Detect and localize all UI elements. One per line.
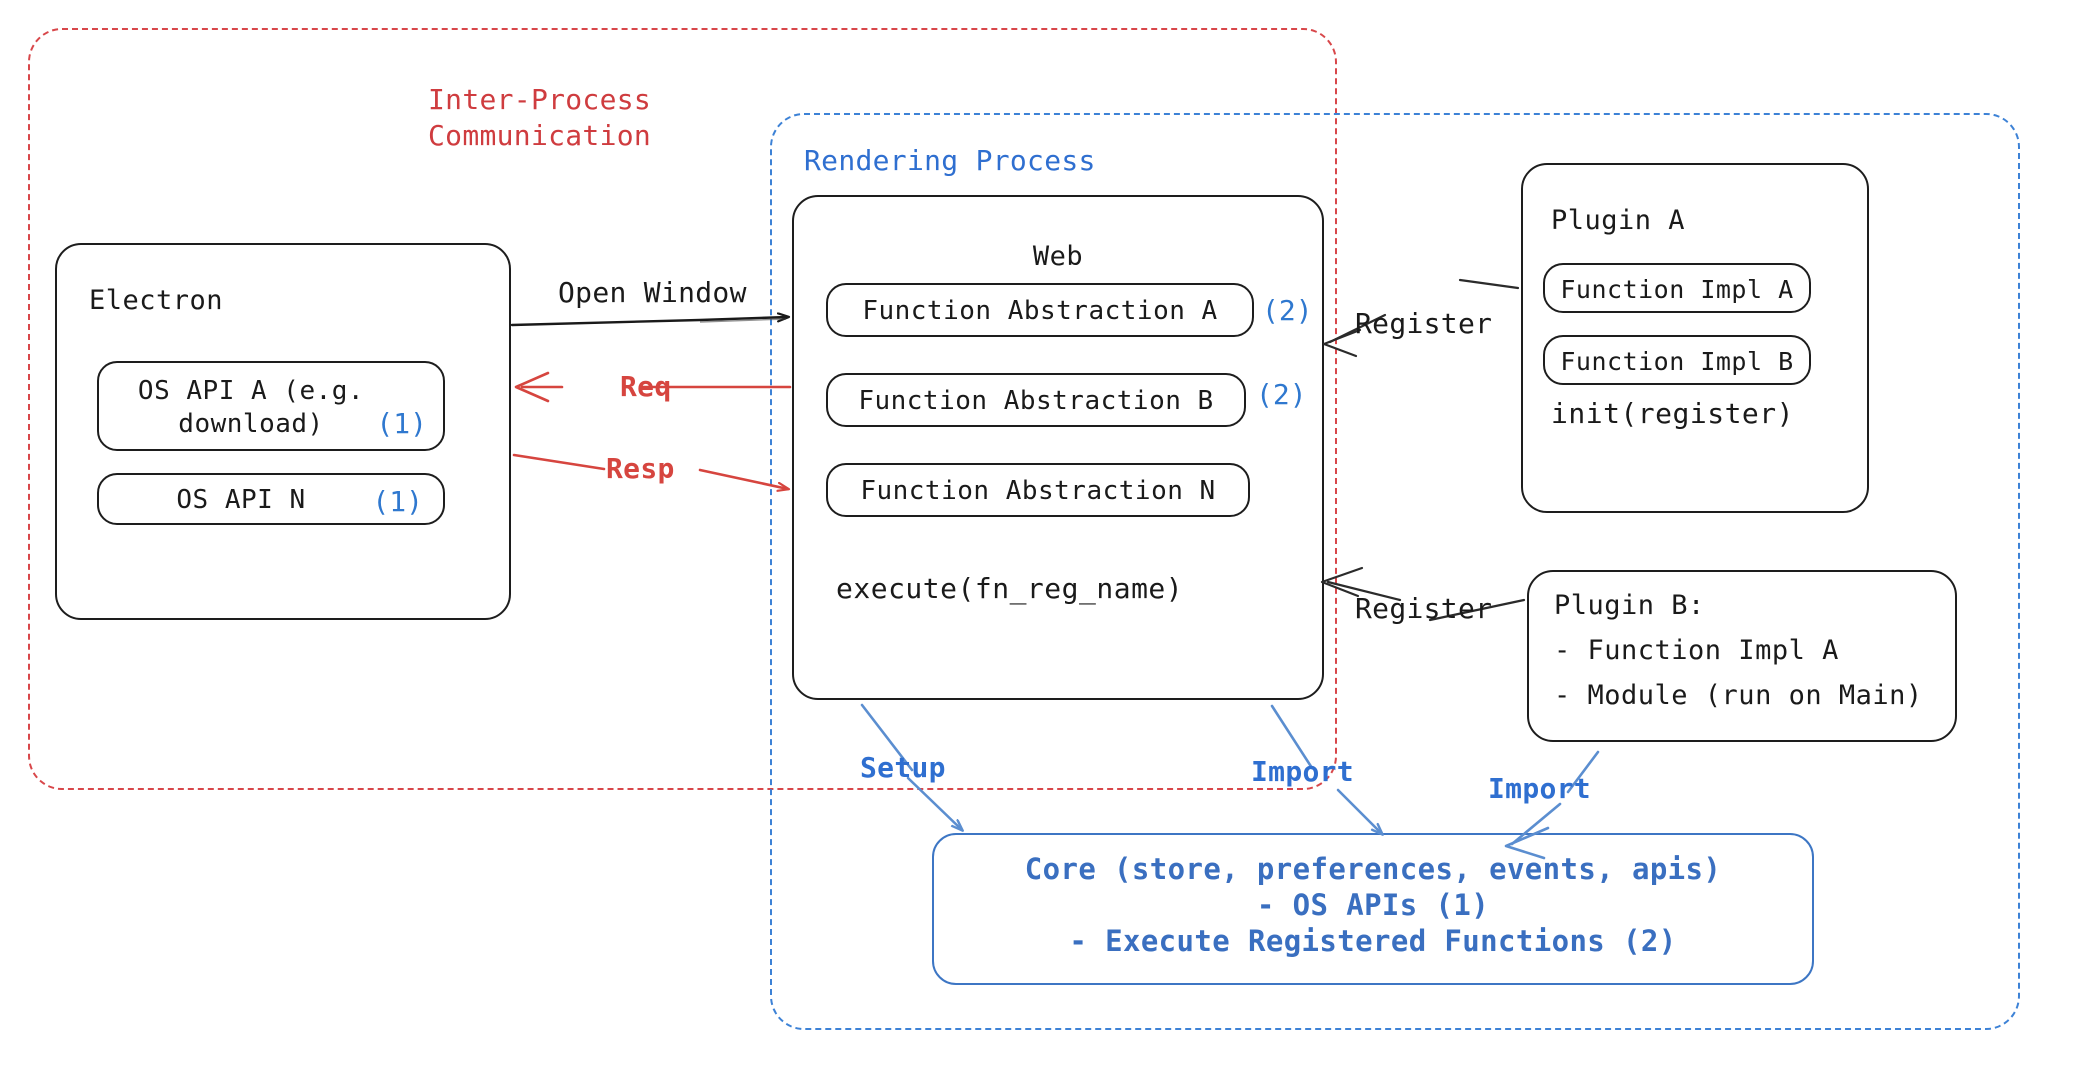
edge-label-resp: Resp (606, 452, 675, 485)
os-api-a-box: OS API A (e.g. download) (1) (97, 361, 445, 451)
os-api-n-marker: (1) (372, 485, 423, 518)
plugin-a-function-impl-a-box: Function Impl A (1543, 263, 1811, 313)
plugin-b-item-function-impl-a: - Function Impl A (1554, 635, 1839, 666)
function-abstraction-b-marker: (2) (1256, 378, 1307, 411)
plugin-b-item-module: - Module (run on Main) (1554, 680, 1923, 711)
function-abstraction-n-box: Function Abstraction N (826, 463, 1250, 517)
edge-label-open-window: Open Window (558, 276, 747, 309)
edge-label-register-plugin-a: Register (1355, 307, 1493, 340)
plugin-a-box: Plugin A Function Impl A Function Impl B… (1521, 163, 1869, 513)
electron-title: Electron (89, 285, 224, 316)
function-abstraction-a-label: Function Abstraction A (862, 296, 1218, 326)
edge-label-import-plugin-b: Import (1488, 772, 1591, 805)
os-api-n-label: OS API N (176, 485, 306, 515)
web-title: Web (1032, 241, 1084, 272)
core-line-title: Core (store, preferences, events, apis) (1024, 852, 1722, 886)
core-box: Core (store, preferences, events, apis) … (932, 833, 1814, 985)
core-line-execute-registered: - Execute Registered Functions (2) (1069, 924, 1677, 958)
plugin-a-title: Plugin A (1551, 205, 1686, 236)
web-execute-label: execute(fn_reg_name) (836, 572, 1184, 605)
function-abstraction-n-label: Function Abstraction N (860, 476, 1216, 506)
function-abstraction-a-marker: (2) (1262, 294, 1313, 327)
group-label-rendering-process: Rendering Process (804, 144, 1096, 177)
function-abstraction-b-box: Function Abstraction B (826, 373, 1246, 427)
group-inter-process-communication (28, 28, 1337, 790)
function-abstraction-a-box: Function Abstraction A (826, 283, 1254, 337)
edge-label-req: Req (620, 370, 672, 403)
plugin-a-function-impl-b-label: Function Impl B (1560, 347, 1794, 376)
function-abstraction-b-label: Function Abstraction B (858, 386, 1214, 416)
edge-label-register-plugin-b: Register (1355, 592, 1493, 625)
plugin-b-box: Plugin B: - Function Impl A - Module (ru… (1527, 570, 1957, 742)
web-box: Web Function Abstraction A (2) Function … (792, 195, 1324, 700)
electron-box: Electron OS API A (e.g. download) (1) OS… (55, 243, 511, 620)
plugin-a-init-label: init(register) (1551, 397, 1795, 430)
os-api-n-box: OS API N (1) (97, 473, 445, 525)
plugin-a-function-impl-b-box: Function Impl B (1543, 335, 1811, 385)
group-rendering-process (770, 113, 2020, 1030)
os-api-a-marker: (1) (376, 407, 427, 440)
group-label-ipc: Inter-Process Communication (428, 83, 652, 152)
core-line-os-apis: - OS APIs (1) (1256, 888, 1490, 922)
os-api-a-label: OS API A (e.g. download) (137, 376, 365, 440)
edge-label-setup: Setup (860, 751, 946, 784)
plugin-a-function-impl-a-label: Function Impl A (1560, 275, 1794, 304)
plugin-b-title: Plugin B: (1554, 590, 1705, 621)
edge-label-import-web: Import (1251, 755, 1354, 788)
